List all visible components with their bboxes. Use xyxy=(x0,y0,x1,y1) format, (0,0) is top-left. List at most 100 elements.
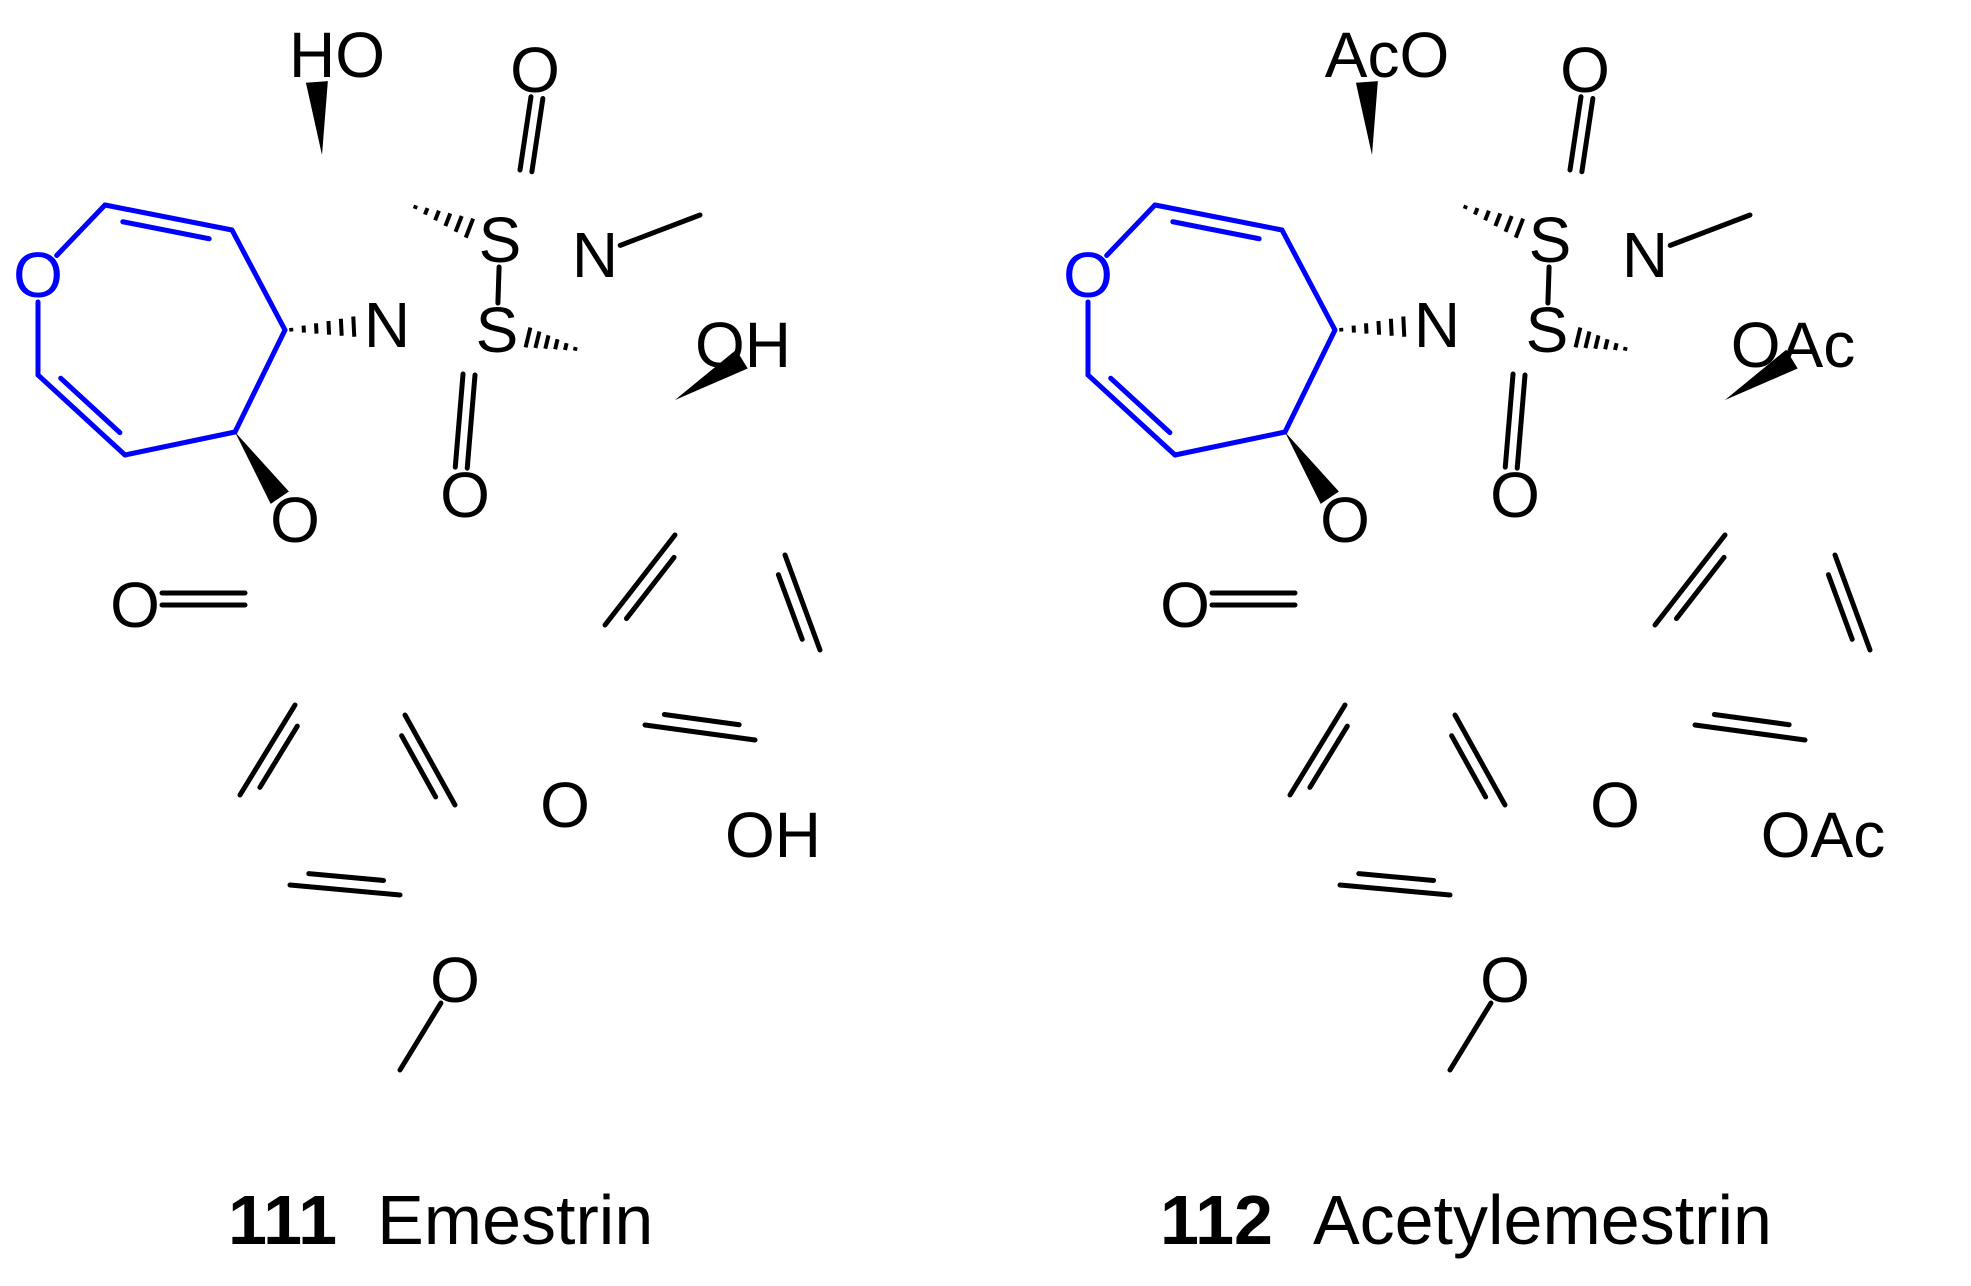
bond xyxy=(1725,535,1835,555)
bond xyxy=(1282,155,1372,230)
bond-inner-line xyxy=(1711,712,1792,728)
bond xyxy=(1630,282,1641,350)
bond xyxy=(1452,712,1508,808)
oxepine-bond xyxy=(232,327,288,435)
disulfide-bond xyxy=(1545,264,1552,306)
bond xyxy=(1692,722,1808,743)
oxygen-label: O xyxy=(110,569,160,641)
bond-inner-line xyxy=(1307,723,1350,790)
oxygen-label: O xyxy=(1320,484,1370,556)
bond xyxy=(605,625,645,725)
oxygen-label: O xyxy=(270,484,320,556)
bond xyxy=(602,532,678,628)
acetoxy-label: AcO xyxy=(1325,19,1449,91)
stereo-wedge-bond xyxy=(1355,81,1378,155)
bond-inner-line xyxy=(775,572,805,642)
bond-inner-line xyxy=(1170,219,1262,242)
bond xyxy=(1570,170,1627,235)
oxygen-label: O xyxy=(1480,944,1530,1016)
bond xyxy=(285,326,360,330)
bond xyxy=(642,722,758,743)
bond-second-line xyxy=(452,371,466,470)
oxepine-double-bond xyxy=(35,372,128,458)
oxepine-double-bond xyxy=(102,202,235,233)
bond-inner-line xyxy=(623,554,677,622)
disulfide-hash-bond xyxy=(1573,327,1628,352)
bond-inner-line xyxy=(1356,871,1437,883)
sulfur-label: S xyxy=(476,294,519,366)
acetoxy-label: OAc xyxy=(1761,799,1885,871)
compound-number-112: 112 xyxy=(1160,1181,1273,1259)
stereo-wedge-bond xyxy=(675,349,748,400)
acetoxy-label: OAc xyxy=(1731,309,1855,381)
hydroxyl-label: HO xyxy=(289,19,385,91)
bond-inner-line xyxy=(399,733,439,800)
bond xyxy=(1295,605,1345,705)
bond xyxy=(1832,552,1873,653)
bond xyxy=(1335,326,1410,330)
oxepine-bond xyxy=(54,202,108,258)
bond xyxy=(1337,882,1453,898)
nitrogen-label: N xyxy=(572,219,618,291)
bond-inner-line xyxy=(1449,733,1489,800)
sulfur-label: S xyxy=(1529,204,1572,276)
bond-second-line xyxy=(529,95,546,175)
stereo-hash-bond xyxy=(1339,316,1407,337)
bond xyxy=(1460,170,1570,205)
oxepine-oxygen-label: O xyxy=(13,239,63,311)
stereo-wedge-bond xyxy=(1285,432,1339,504)
bond-inner-line xyxy=(1825,572,1855,642)
sulfur-label: S xyxy=(1526,294,1569,366)
bond xyxy=(1652,532,1728,628)
bond xyxy=(1460,338,1525,375)
bond-inner-line xyxy=(661,712,742,728)
bond xyxy=(232,155,322,230)
compound-name-emestrin: Emestrin xyxy=(377,1181,654,1259)
oxygen-label: O xyxy=(1160,569,1210,641)
bond xyxy=(1450,805,1505,895)
bond-inner-line xyxy=(306,871,387,883)
bond xyxy=(675,535,785,555)
nitrogen-label: N xyxy=(1414,289,1460,361)
bond-inner-line xyxy=(1108,375,1173,436)
oxepine-double-bond xyxy=(1152,202,1285,233)
disulfide-hash-bond xyxy=(412,204,475,239)
bond xyxy=(1290,795,1340,885)
stereo-wedge-bond xyxy=(305,81,328,155)
oxepine-bond xyxy=(122,429,238,458)
disulfide-bond xyxy=(495,264,502,306)
bond xyxy=(400,805,455,895)
oxygen-label: O xyxy=(1560,34,1610,106)
bond xyxy=(1345,705,1455,715)
bond xyxy=(1634,725,1695,786)
bond xyxy=(295,705,405,715)
oxepine-bond xyxy=(1172,429,1288,458)
oxepine-bond xyxy=(1282,327,1338,435)
bond xyxy=(1372,155,1460,205)
carbonyl-bond xyxy=(1567,94,1584,173)
nitrogen-label: N xyxy=(364,289,410,361)
bond xyxy=(1630,350,1725,400)
bond xyxy=(392,205,410,298)
carbonyl-bond xyxy=(517,94,534,173)
nitrogen-label: N xyxy=(1622,219,1668,291)
oxygen-label: O xyxy=(540,769,590,841)
carbonyl-bond xyxy=(1514,372,1528,471)
bond xyxy=(580,282,591,350)
bond-inner-line xyxy=(257,723,300,790)
bond xyxy=(1442,205,1460,298)
bond xyxy=(782,552,823,653)
bond xyxy=(245,605,295,705)
oxygen-label: O xyxy=(440,459,490,531)
bond-inner-line xyxy=(58,375,123,436)
stereo-wedge-bond xyxy=(235,432,289,504)
hydroxyl-label: OH xyxy=(725,799,821,871)
bond xyxy=(755,650,820,740)
oxepine-bond xyxy=(1279,227,1338,333)
n-methyl-bond xyxy=(617,212,703,248)
bond xyxy=(580,350,675,400)
